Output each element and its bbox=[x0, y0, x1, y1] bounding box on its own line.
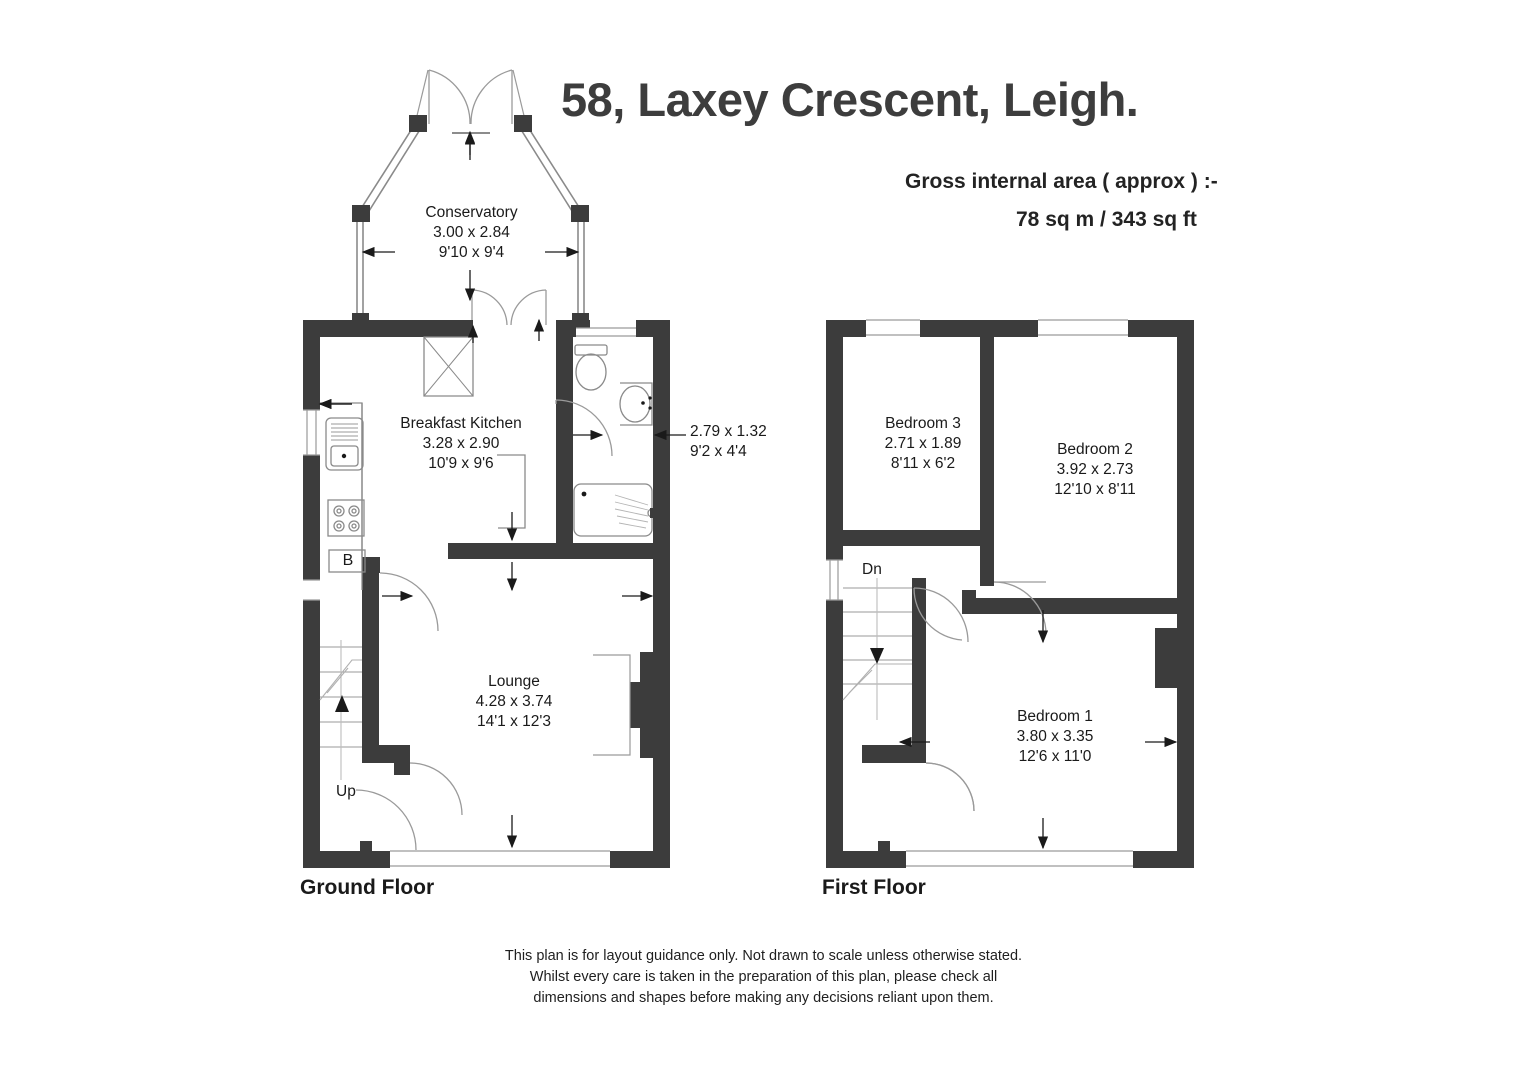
room-label-bedroom-2: Bedroom 2 3.92 x 2.73 12'10 x 8'11 bbox=[1020, 440, 1170, 500]
disclaimer-line-3: dimensions and shapes before making any … bbox=[533, 990, 994, 1006]
bedroom3-name: Bedroom 3 bbox=[885, 415, 961, 432]
stair-direction-dn: Dn bbox=[862, 561, 882, 578]
conservatory-metric: 3.00 x 2.84 bbox=[433, 224, 510, 241]
first-floor-walls bbox=[826, 320, 1194, 868]
conservatory-structure bbox=[356, 69, 585, 325]
disclaimer-line-2: Whilst every care is taken in the prepar… bbox=[529, 969, 998, 985]
conservatory-dimension-arrows bbox=[361, 130, 580, 302]
first-floor-dimension-arrows bbox=[898, 610, 1178, 850]
breakfast-kitchen-imperial: 10'9 x 9'6 bbox=[428, 455, 494, 472]
bedroom3-metric: 2.71 x 1.89 bbox=[884, 435, 962, 452]
bathroom-imperial: 9'2 x 4'4 bbox=[690, 443, 747, 460]
first-floor-doors bbox=[913, 581, 1047, 812]
bedroom1-imperial: 12'6 x 11'0 bbox=[1018, 748, 1092, 765]
bathroom-fixtures bbox=[573, 344, 657, 537]
bedroom1-name: Bedroom 1 bbox=[1017, 708, 1093, 725]
disclaimer: This plan is for layout guidance only. N… bbox=[0, 946, 1527, 1009]
room-label-conservatory: Conservatory 3.00 x 2.84 9'10 x 9'4 bbox=[379, 203, 564, 263]
first-stairs-dn-arrow bbox=[870, 648, 884, 664]
breakfast-kitchen-name: Breakfast Kitchen bbox=[400, 415, 522, 432]
room-label-breakfast-kitchen: Breakfast Kitchen 3.28 x 2.90 10'9 x 9'6 bbox=[368, 414, 554, 474]
bath-tap-block bbox=[650, 508, 660, 518]
page-title: 58, Laxey Crescent, Leigh. bbox=[561, 73, 1139, 126]
lounge-imperial: 14'1 x 12'3 bbox=[476, 713, 551, 730]
bedroom2-imperial: 12'10 x 8'11 bbox=[1054, 481, 1136, 498]
conservatory-name: Conservatory bbox=[425, 204, 518, 221]
conservatory-french-doors-top bbox=[428, 69, 513, 125]
lounge-metric: 4.28 x 3.74 bbox=[475, 693, 553, 710]
boiler-marker: B bbox=[342, 552, 354, 569]
conservatory-imperial: 9'10 x 9'4 bbox=[438, 244, 505, 261]
breakfast-kitchen-metric: 3.28 x 2.90 bbox=[422, 435, 500, 452]
disclaimer-line-1: This plan is for layout guidance only. N… bbox=[504, 948, 1023, 964]
conservatory-french-doors-bottom bbox=[471, 289, 547, 326]
room-label-bedroom-1: Bedroom 1 3.80 x 3.35 12'6 x 11'0 bbox=[985, 707, 1125, 767]
lounge-alcove bbox=[593, 654, 631, 756]
ground-stairs-up-arrow bbox=[335, 695, 349, 712]
bathroom-metric: 2.79 x 1.32 bbox=[690, 423, 767, 440]
ground-floor-dimension-arrows bbox=[318, 318, 686, 849]
ground-floor-plan bbox=[303, 318, 686, 868]
ground-floor-doors bbox=[355, 399, 613, 851]
first-floor-caption: First Floor bbox=[822, 876, 926, 899]
bedroom2-metric: 3.92 x 2.73 bbox=[1056, 461, 1134, 478]
ground-floor-windows bbox=[303, 327, 636, 867]
room-label-bedroom-3: Bedroom 3 2.71 x 1.89 8'11 x 6'2 bbox=[853, 414, 993, 474]
first-floor-plan bbox=[826, 319, 1194, 868]
ground-floor-caption: Ground Floor bbox=[300, 876, 435, 899]
stair-direction-up: Up bbox=[336, 783, 356, 800]
room-label-bathroom: 2.79 x 1.32 9'2 x 4'4 bbox=[690, 422, 840, 462]
room-label-lounge: Lounge 4.28 x 3.74 14'1 x 12'3 bbox=[444, 672, 584, 732]
gross-internal-area-label: Gross internal area ( approx ) :- bbox=[905, 170, 1218, 193]
lounge-name: Lounge bbox=[488, 673, 540, 690]
gross-internal-area-value: 78 sq m / 343 sq ft bbox=[1016, 208, 1197, 231]
bedroom1-metric: 3.80 x 3.35 bbox=[1016, 728, 1094, 745]
bedroom3-imperial: 8'11 x 6'2 bbox=[890, 455, 956, 472]
first-floor-windows bbox=[826, 319, 1133, 867]
bedroom2-name: Bedroom 2 bbox=[1057, 441, 1133, 458]
